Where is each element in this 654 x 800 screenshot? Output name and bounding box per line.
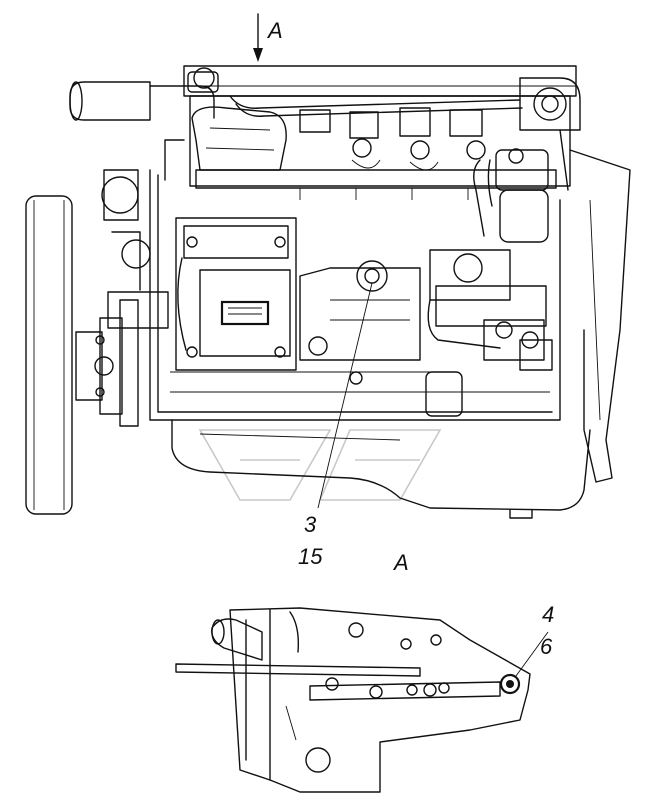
detail-view-a: [175, 607, 549, 793]
ecu-unit: [175, 217, 297, 371]
watermark-logo: [198, 429, 442, 501]
oil-pan: [171, 419, 591, 519]
view-a-title: A: [394, 550, 409, 575]
view-arrow-label: A: [268, 18, 283, 43]
thermostat-housing: [519, 77, 581, 191]
intake-pipe: [69, 81, 287, 171]
accessory-pulley: [101, 169, 169, 329]
view-direction-arrow: [253, 13, 263, 62]
engine-main-view: [25, 13, 631, 519]
fuel-pump-module: [425, 249, 553, 417]
callout-3: 3: [304, 512, 317, 537]
callout-4: 4: [542, 602, 555, 627]
callout-6: 6: [540, 634, 553, 659]
callout-15: 15: [298, 544, 323, 569]
engine-block: [149, 139, 561, 421]
frame-rail: [569, 149, 631, 483]
callout-leader-main: [317, 282, 373, 509]
crank-pulley: [75, 299, 139, 427]
central-boss: [299, 260, 421, 385]
fuel-lines: [229, 95, 523, 171]
cylinder-head: [183, 65, 577, 200]
fuel-filter: [473, 148, 549, 243]
flywheel-disc: [25, 195, 73, 515]
